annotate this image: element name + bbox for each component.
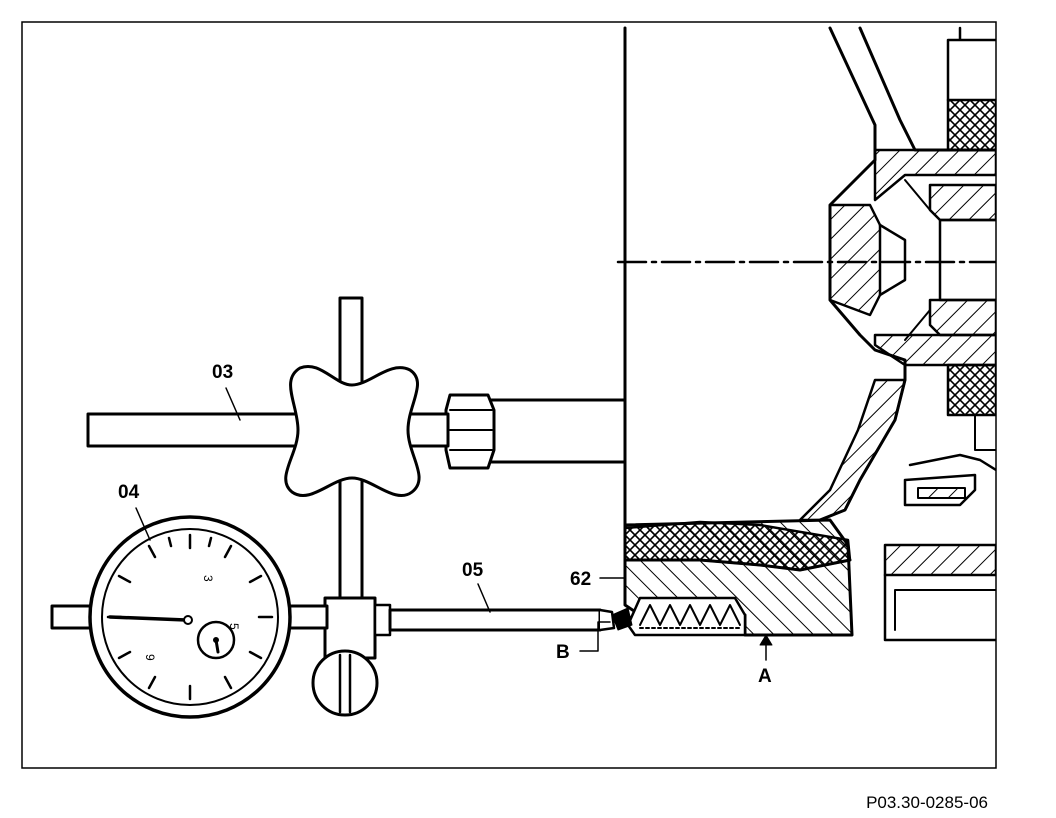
stand-arm <box>444 393 627 470</box>
clamp-block <box>311 596 392 717</box>
probe-05 <box>388 608 616 632</box>
callout-b: B <box>556 642 570 663</box>
callout-03: 03 <box>212 362 233 383</box>
leader-lines <box>135 387 767 661</box>
star-knob <box>284 364 421 497</box>
arrow-a <box>759 634 773 646</box>
seal-ring-62 <box>611 518 854 637</box>
callout-a: A <box>758 666 772 687</box>
callout-04: 04 <box>118 482 140 503</box>
dial-number-9: 9 <box>143 654 157 661</box>
dial-needle <box>108 615 188 622</box>
small-dial-number-5: 5 <box>227 623 241 630</box>
reference-code: P03.30-0285-06 <box>866 793 988 812</box>
flange-section <box>798 26 996 642</box>
dial-indicator-04 <box>50 515 329 719</box>
callout-62: 62 <box>570 569 591 590</box>
dial-number-3: 3 <box>201 575 215 582</box>
callout-05: 05 <box>462 560 484 581</box>
